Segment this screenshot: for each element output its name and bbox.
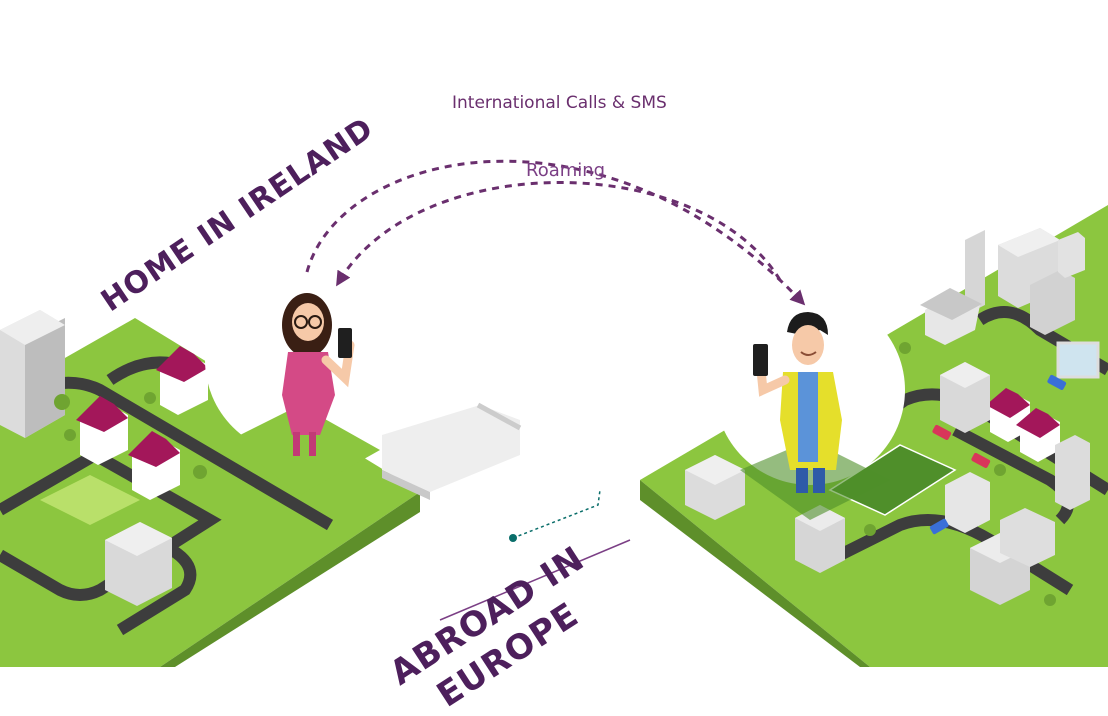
man-with-phone [715,295,905,520]
woman-with-phone [205,265,395,495]
connector-lines [305,159,806,621]
international-calls-label: International Calls & SMS [452,93,667,113]
ireland-island [0,310,420,667]
roaming-label: Roaming [526,160,606,181]
pier [382,402,522,500]
illustration-scene [0,159,1108,667]
